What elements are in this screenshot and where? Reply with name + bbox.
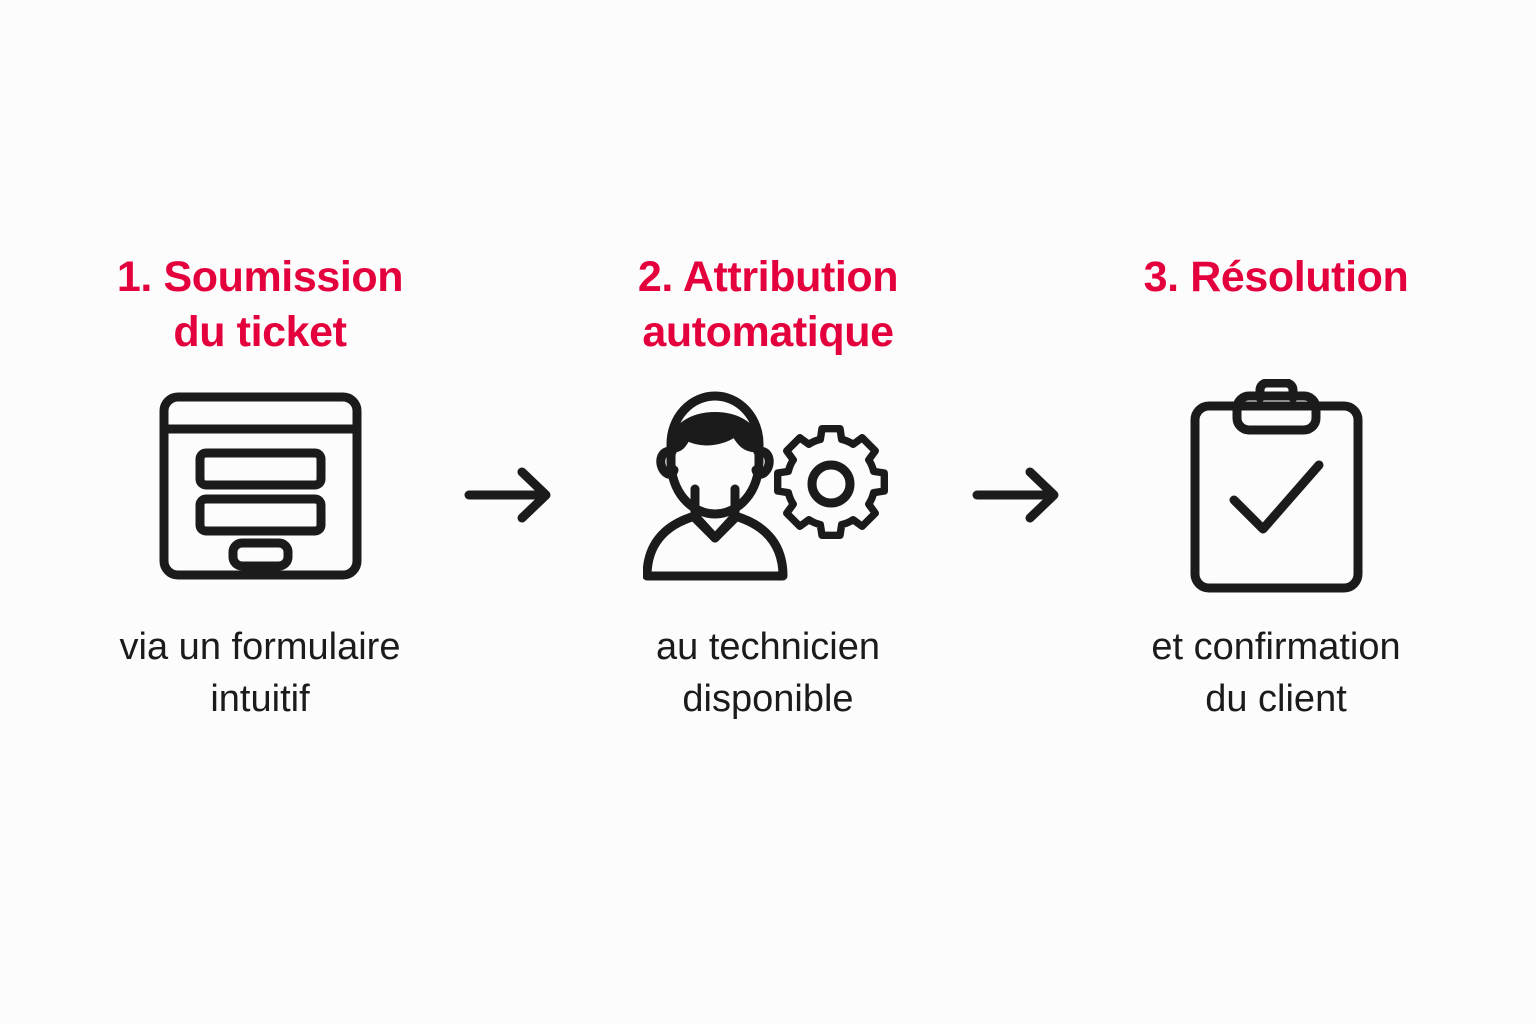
arrow-2-cell	[962, 250, 1082, 525]
step-2-caption: au technicien disponible	[656, 626, 880, 720]
step-1-title: 1. Soumission du ticket	[116, 253, 404, 357]
step-1: 1. Soumission du ticket via un formulair…	[80, 250, 440, 725]
step-3-icon-wrap	[1189, 378, 1364, 592]
clipboard-check-icon	[1190, 378, 1362, 592]
process-flow: 1. Soumission du ticket via un formulair…	[80, 250, 1456, 760]
step-1-icon-wrap	[158, 386, 363, 586]
step-2-title: 2. Attribution automatique	[637, 253, 899, 357]
arrow-right-icon	[972, 467, 1059, 523]
arrow-1-cell	[454, 250, 574, 525]
step-3-title: 3. Résolution	[1143, 253, 1409, 301]
step-1-caption: via un formulaire intuitif	[119, 626, 401, 720]
arrow-right-icon	[464, 467, 551, 523]
form-window-icon	[159, 392, 361, 580]
technician-gear-icon	[643, 391, 888, 581]
step-2: 2. Attribution automatique	[588, 250, 948, 725]
step-3-caption: et confirmation du client	[1151, 626, 1401, 720]
step-2-icon-wrap	[643, 386, 893, 586]
step-3: 3. Résolution et confirmation du client	[1096, 250, 1456, 725]
